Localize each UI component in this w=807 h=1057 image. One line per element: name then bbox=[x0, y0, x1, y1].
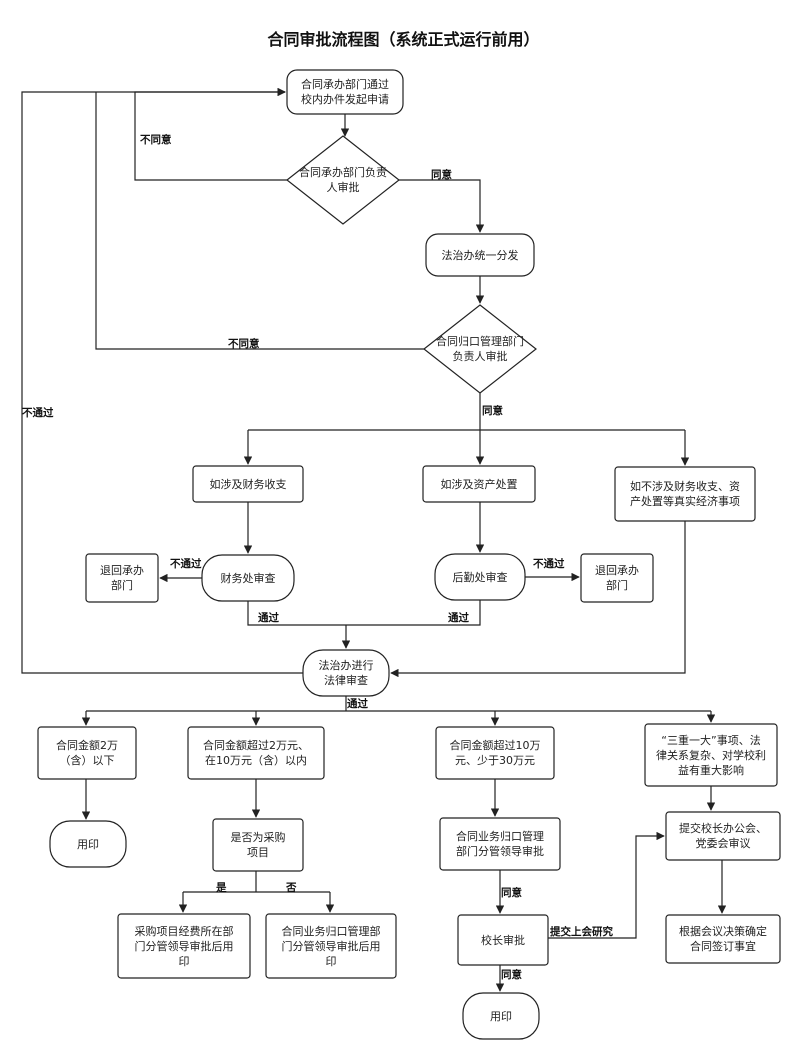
edge-label-yes: 是 bbox=[216, 882, 227, 894]
node-logistics-review-label: 后勤处审查 bbox=[452, 570, 508, 584]
is-procurement-box bbox=[212, 818, 304, 872]
node-is-procurement-label: 是否为采购 项目 bbox=[230, 831, 286, 859]
node-return-left-label: 退回承办 部门 bbox=[100, 564, 144, 592]
meeting-box bbox=[665, 811, 781, 861]
edge-label-disagree-1: 不同意 bbox=[140, 134, 172, 146]
node-dept-head-label: 合同承办部门负责 人审批 bbox=[299, 166, 387, 194]
node-amt-large-label: 合同金额超过10万 元、少于30万元 bbox=[449, 739, 541, 767]
return-left-box bbox=[85, 553, 159, 603]
page-title: 合同审批流程图（系统正式运行前用） bbox=[267, 30, 540, 49]
edge-label-submit-meeting: 提交上会研究 bbox=[550, 926, 613, 938]
node-meeting-label: 提交校长办公会、 党委会审议 bbox=[679, 822, 767, 850]
node-finance-case-label: 如涉及财务收支 bbox=[209, 477, 287, 491]
proc-no-box bbox=[265, 913, 397, 979]
sign-box bbox=[665, 914, 781, 964]
edge-label-agree-3: 同意 bbox=[501, 887, 522, 899]
edge-label-disagree-2: 不同意 bbox=[228, 338, 260, 350]
edge-label-fail-logistics: 不通过 bbox=[533, 558, 565, 570]
node-start-label: 合同承办部门通过 校内办件发起申请 bbox=[301, 78, 389, 106]
edge-label-agree-2: 同意 bbox=[482, 405, 503, 417]
edge-mgmt-head-disagree bbox=[95, 92, 424, 350]
edge-label-fail-finance: 不通过 bbox=[170, 558, 202, 570]
edge-dept-head-agree bbox=[399, 179, 485, 233]
edge-label-pass-finance: 通过 bbox=[258, 612, 279, 624]
edge-legal-fail-outer bbox=[21, 87, 303, 674]
node-mgmt-leader-label: 合同业务归口管理 部门分管领导审批 bbox=[456, 830, 544, 858]
node-seal-2-label: 用印 bbox=[490, 1009, 512, 1023]
node-amt-small-label: 合同金额2万 （含）以下 bbox=[56, 739, 118, 767]
node-legal-dispatch-label: 法治办统一分发 bbox=[441, 248, 519, 262]
node-mgmt-head-label: 合同归口管理部门 负责人审批 bbox=[436, 335, 524, 363]
node-asset-case-label: 如涉及资产处置 bbox=[440, 477, 518, 491]
asset-case-box bbox=[422, 465, 536, 503]
edge-label-agree-4: 同意 bbox=[501, 969, 522, 981]
edge-logistics-pass bbox=[346, 600, 481, 626]
edge-label-no: 否 bbox=[286, 882, 297, 894]
node-return-right-label: 退回承办 部门 bbox=[595, 564, 639, 592]
node-sign-label: 根据会议决策确定 合同签订事宜 bbox=[679, 925, 767, 953]
president-box bbox=[457, 914, 549, 966]
node-proc-yes-label: 采购项目经费所在部 门分管领导审批后用 印 bbox=[134, 924, 234, 968]
seal-2-box bbox=[462, 992, 540, 1040]
return-right-box bbox=[580, 553, 654, 603]
edge-label-agree-1: 同意 bbox=[431, 169, 452, 181]
node-other-case-label: 如不涉及财务收支、资 产处置等真实经济事项 bbox=[630, 480, 740, 508]
node-president-label: 校长审批 bbox=[481, 933, 525, 947]
dept-head-diamond bbox=[286, 135, 400, 225]
seal-1-box bbox=[49, 820, 127, 868]
node-amt-mid-label: 合同金额超过2万元、 在10万元（含）以内 bbox=[203, 739, 309, 767]
edge-label-pass-logistics: 通过 bbox=[448, 612, 469, 624]
edge-label-pass-legal: 通过 bbox=[347, 698, 368, 710]
edge-other-to-legal bbox=[390, 521, 686, 678]
amt-small-box bbox=[37, 726, 137, 780]
edge-label-fail-outer: 不通过 bbox=[22, 407, 54, 419]
node-major-label: “三重一大”事项、法 律关系复杂、对学校利 益有重大影响 bbox=[656, 733, 766, 777]
edge-president-to-meeting bbox=[548, 831, 665, 939]
node-legal-review-label: 法治办进行 法律审查 bbox=[318, 659, 374, 687]
node-finance-review-label: 财务处审查 bbox=[220, 571, 276, 585]
node-seal-1-label: 用印 bbox=[77, 837, 99, 851]
edge-finance-pass bbox=[247, 601, 346, 626]
proc-yes-box bbox=[117, 913, 251, 979]
node-proc-no-label: 合同业务归口管理部 门分管领导审批后用 印 bbox=[281, 924, 381, 968]
